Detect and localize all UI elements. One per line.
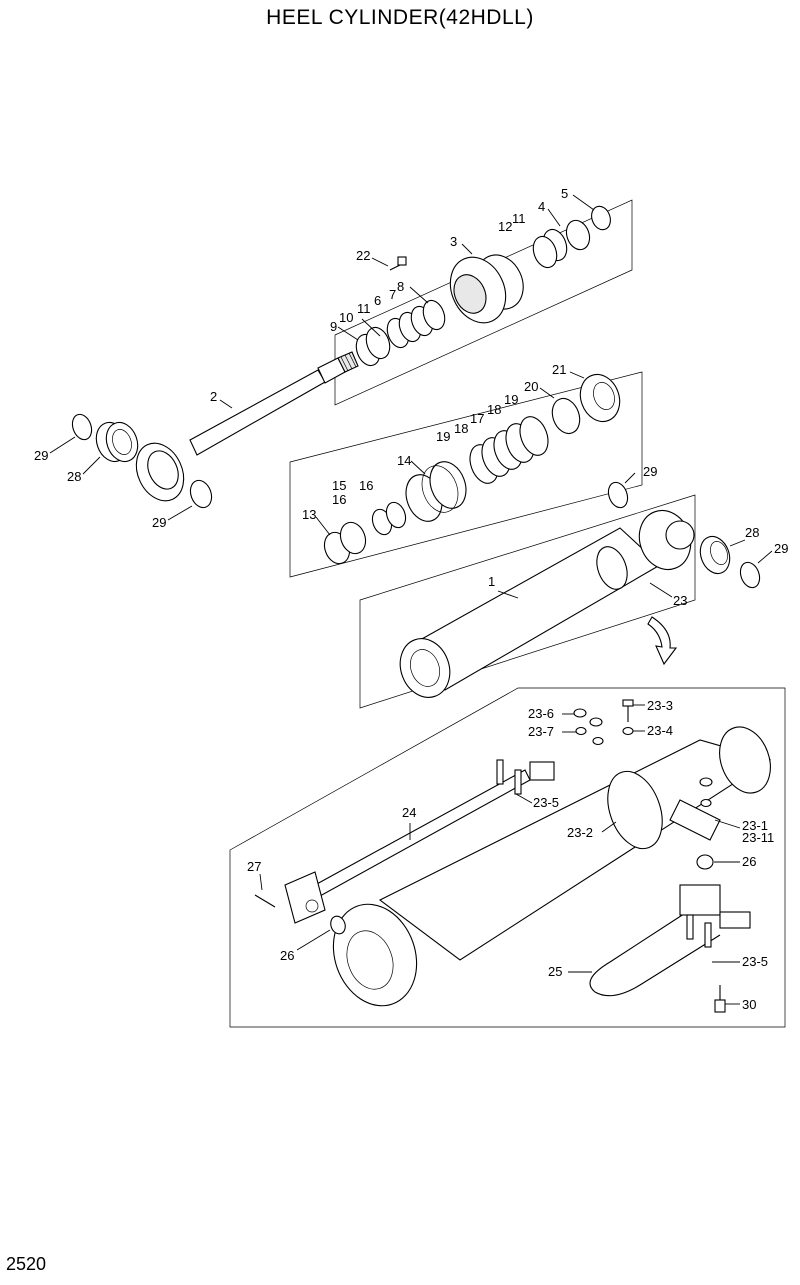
label-12: 12 [498,219,512,234]
label-17: 17 [470,411,484,426]
label-23: 23 [673,593,687,608]
label-3: 3 [450,234,457,249]
label-2: 2 [210,389,217,404]
label-25: 25 [548,964,562,979]
label-11-seal: 11 [357,301,371,316]
label-16-top: 16 [359,478,373,493]
piston-14 [405,461,467,522]
page-number: 2520 [6,1254,47,1274]
label-28-left: 28 [67,469,81,484]
washer-23-4 [622,726,634,736]
label-10: 10 [339,310,353,325]
label-29-mid: 29 [643,464,657,479]
label-24: 24 [402,805,416,820]
label-9: 9 [330,319,337,334]
label-21: 21 [552,362,566,377]
label-8: 8 [397,279,404,294]
label-1: 1 [488,574,495,589]
label-26-right: 26 [742,854,756,869]
label-6: 6 [374,293,381,308]
nut-21 [579,373,621,423]
bushing-left [95,421,139,463]
label-19-a: 19 [436,429,450,444]
u-bolts-23-5 [496,759,712,948]
label-23-4: 23-4 [647,723,673,738]
seal-19b [519,416,549,456]
o-ring-26-left [330,915,346,935]
frame-piston-group [289,371,643,578]
snap-ring-top-right [607,481,629,509]
snap-ring-left-bottom [189,479,213,509]
label-23-7: 23-7 [528,724,554,739]
bolt-27 [254,894,276,908]
pipe-24 [314,761,555,897]
pipe-25 [589,884,751,997]
detail-tube [332,726,772,1007]
bolt-30 [714,985,726,1013]
label-16-bottom: 16 [332,492,346,507]
ring-16 [385,501,407,529]
label-23-5-upper: 23-5 [533,795,559,810]
label-13: 13 [302,507,316,522]
snap-ring-left-top [71,413,93,441]
label-23-3: 23-3 [647,698,673,713]
label-27: 27 [247,859,261,874]
ring-20 [551,397,581,435]
label-26-left: 26 [280,948,294,963]
diagram-title: HEEL CYLINDER(42HDLL) [266,6,534,29]
label-14: 14 [397,453,411,468]
label-18-a: 18 [454,421,468,436]
label-4: 4 [538,199,545,214]
cylinder-tube [399,509,695,698]
label-20: 20 [524,379,538,394]
label-30: 30 [742,997,756,1012]
label-5: 5 [561,186,568,201]
frame-head-group [334,199,633,406]
bushing-right [699,535,731,575]
clamp-23-1 [669,777,721,841]
leader-lines [49,194,773,1005]
detail-arrow [647,616,678,666]
piston-rod [135,351,359,502]
snap-ring-right [739,561,761,589]
socket-bolt-22 [389,256,407,271]
label-19-b: 19 [504,392,518,407]
ring-12 [532,235,558,269]
label-23-1: 23-1 [742,818,768,833]
label-23-6: 23-6 [528,706,554,721]
frame-tube-group [359,494,696,709]
label-22: 22 [356,248,370,263]
bushing-4 [565,219,591,251]
label-29-bottom: 29 [152,515,166,530]
label-7: 7 [389,287,396,302]
band-23 [596,546,628,590]
label-28-right: 28 [745,525,759,540]
hardware-23-6-23-7 [573,708,604,746]
label-29-left: 29 [34,448,48,463]
band-23-2 [607,770,663,850]
ring-5 [591,205,611,231]
label-23-11: 23-11 [742,830,774,845]
label-15: 15 [332,478,346,493]
cushion-ring-13 [323,521,367,565]
label-23-2: 23-2 [567,825,593,840]
bolt-23-3 [622,699,634,722]
seal-10 [365,326,391,360]
label-29-right: 29 [774,541,788,556]
seal-8 [422,299,446,331]
o-ring-26-right [696,854,714,870]
label-18-b: 18 [487,402,501,417]
label-23-5-lower: 23-5 [742,954,768,969]
rod-cover [449,254,524,324]
frame-pipe-group [229,687,786,1028]
label-11-ring: 11 [512,211,526,226]
flange-block [284,871,326,924]
